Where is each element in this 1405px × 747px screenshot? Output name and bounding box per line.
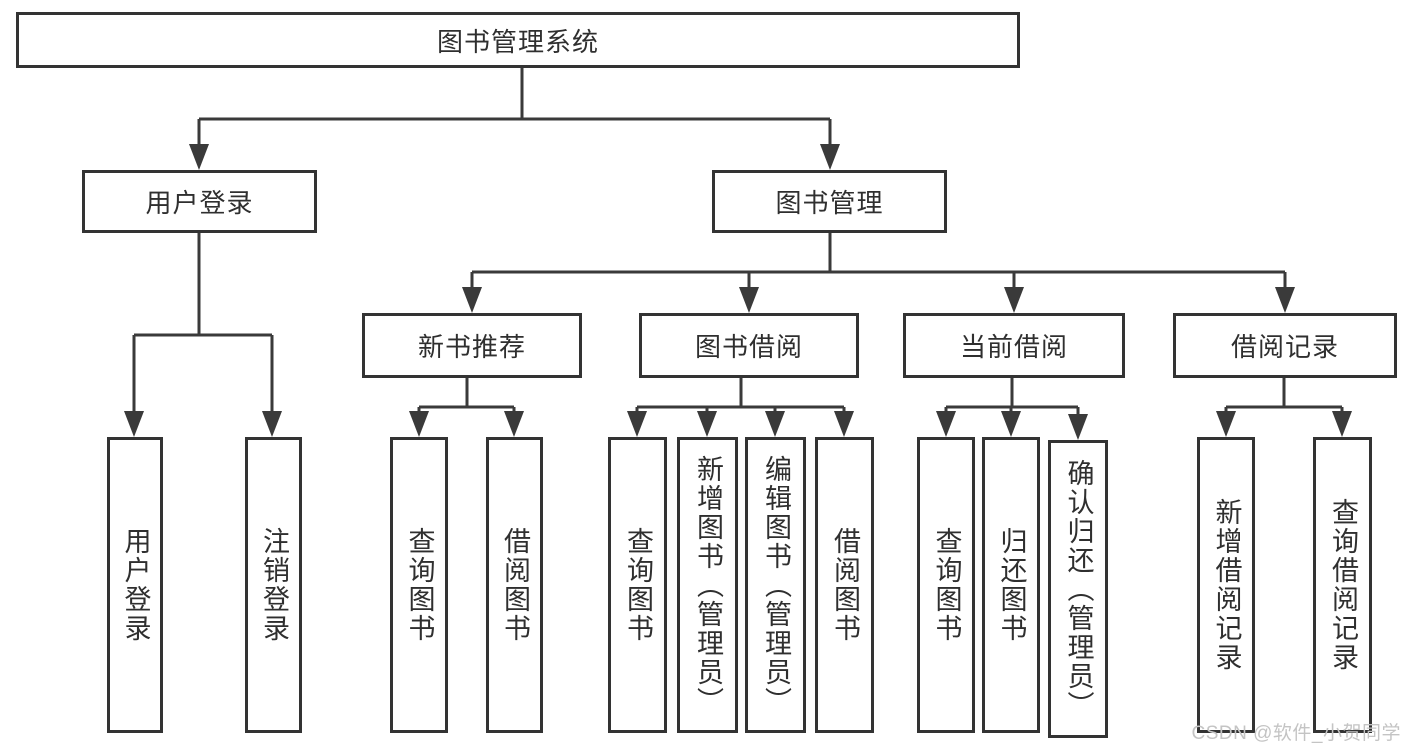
leaf-user-login: 用户登录 [107, 437, 163, 733]
node-borrow-records: 借阅记录 [1173, 313, 1397, 378]
node-user-login: 用户登录 [82, 170, 317, 233]
leaf-edit-book-admin: 编辑图书（管理员） [745, 437, 806, 733]
leaf-borrow-books-2: 借阅图书 [815, 437, 874, 733]
leaf-query-books-1: 查询图书 [390, 437, 448, 733]
node-book-borrow: 图书借阅 [639, 313, 859, 378]
leaf-logout: 注销登录 [245, 437, 302, 733]
leaf-query-borrow-record: 查询借阅记录 [1313, 437, 1372, 733]
leaf-query-books-3: 查询图书 [917, 437, 975, 733]
watermark: CSDN @软件_小贺同学 [1191, 723, 1401, 744]
leaf-query-books-2: 查询图书 [608, 437, 667, 733]
leaf-return-book: 归还图书 [982, 437, 1040, 733]
node-book-mgmt: 图书管理 [712, 170, 947, 233]
leaf-add-borrow-record: 新增借阅记录 [1197, 437, 1255, 733]
node-new-book-rec: 新书推荐 [362, 313, 582, 378]
leaf-confirm-return-admin: 确认归还（管理员） [1048, 440, 1108, 738]
leaf-borrow-books-1: 借阅图书 [486, 437, 543, 733]
node-root: 图书管理系统 [16, 12, 1020, 68]
leaf-add-book-admin: 新增图书（管理员） [677, 437, 738, 733]
node-current-borrow: 当前借阅 [903, 313, 1125, 378]
